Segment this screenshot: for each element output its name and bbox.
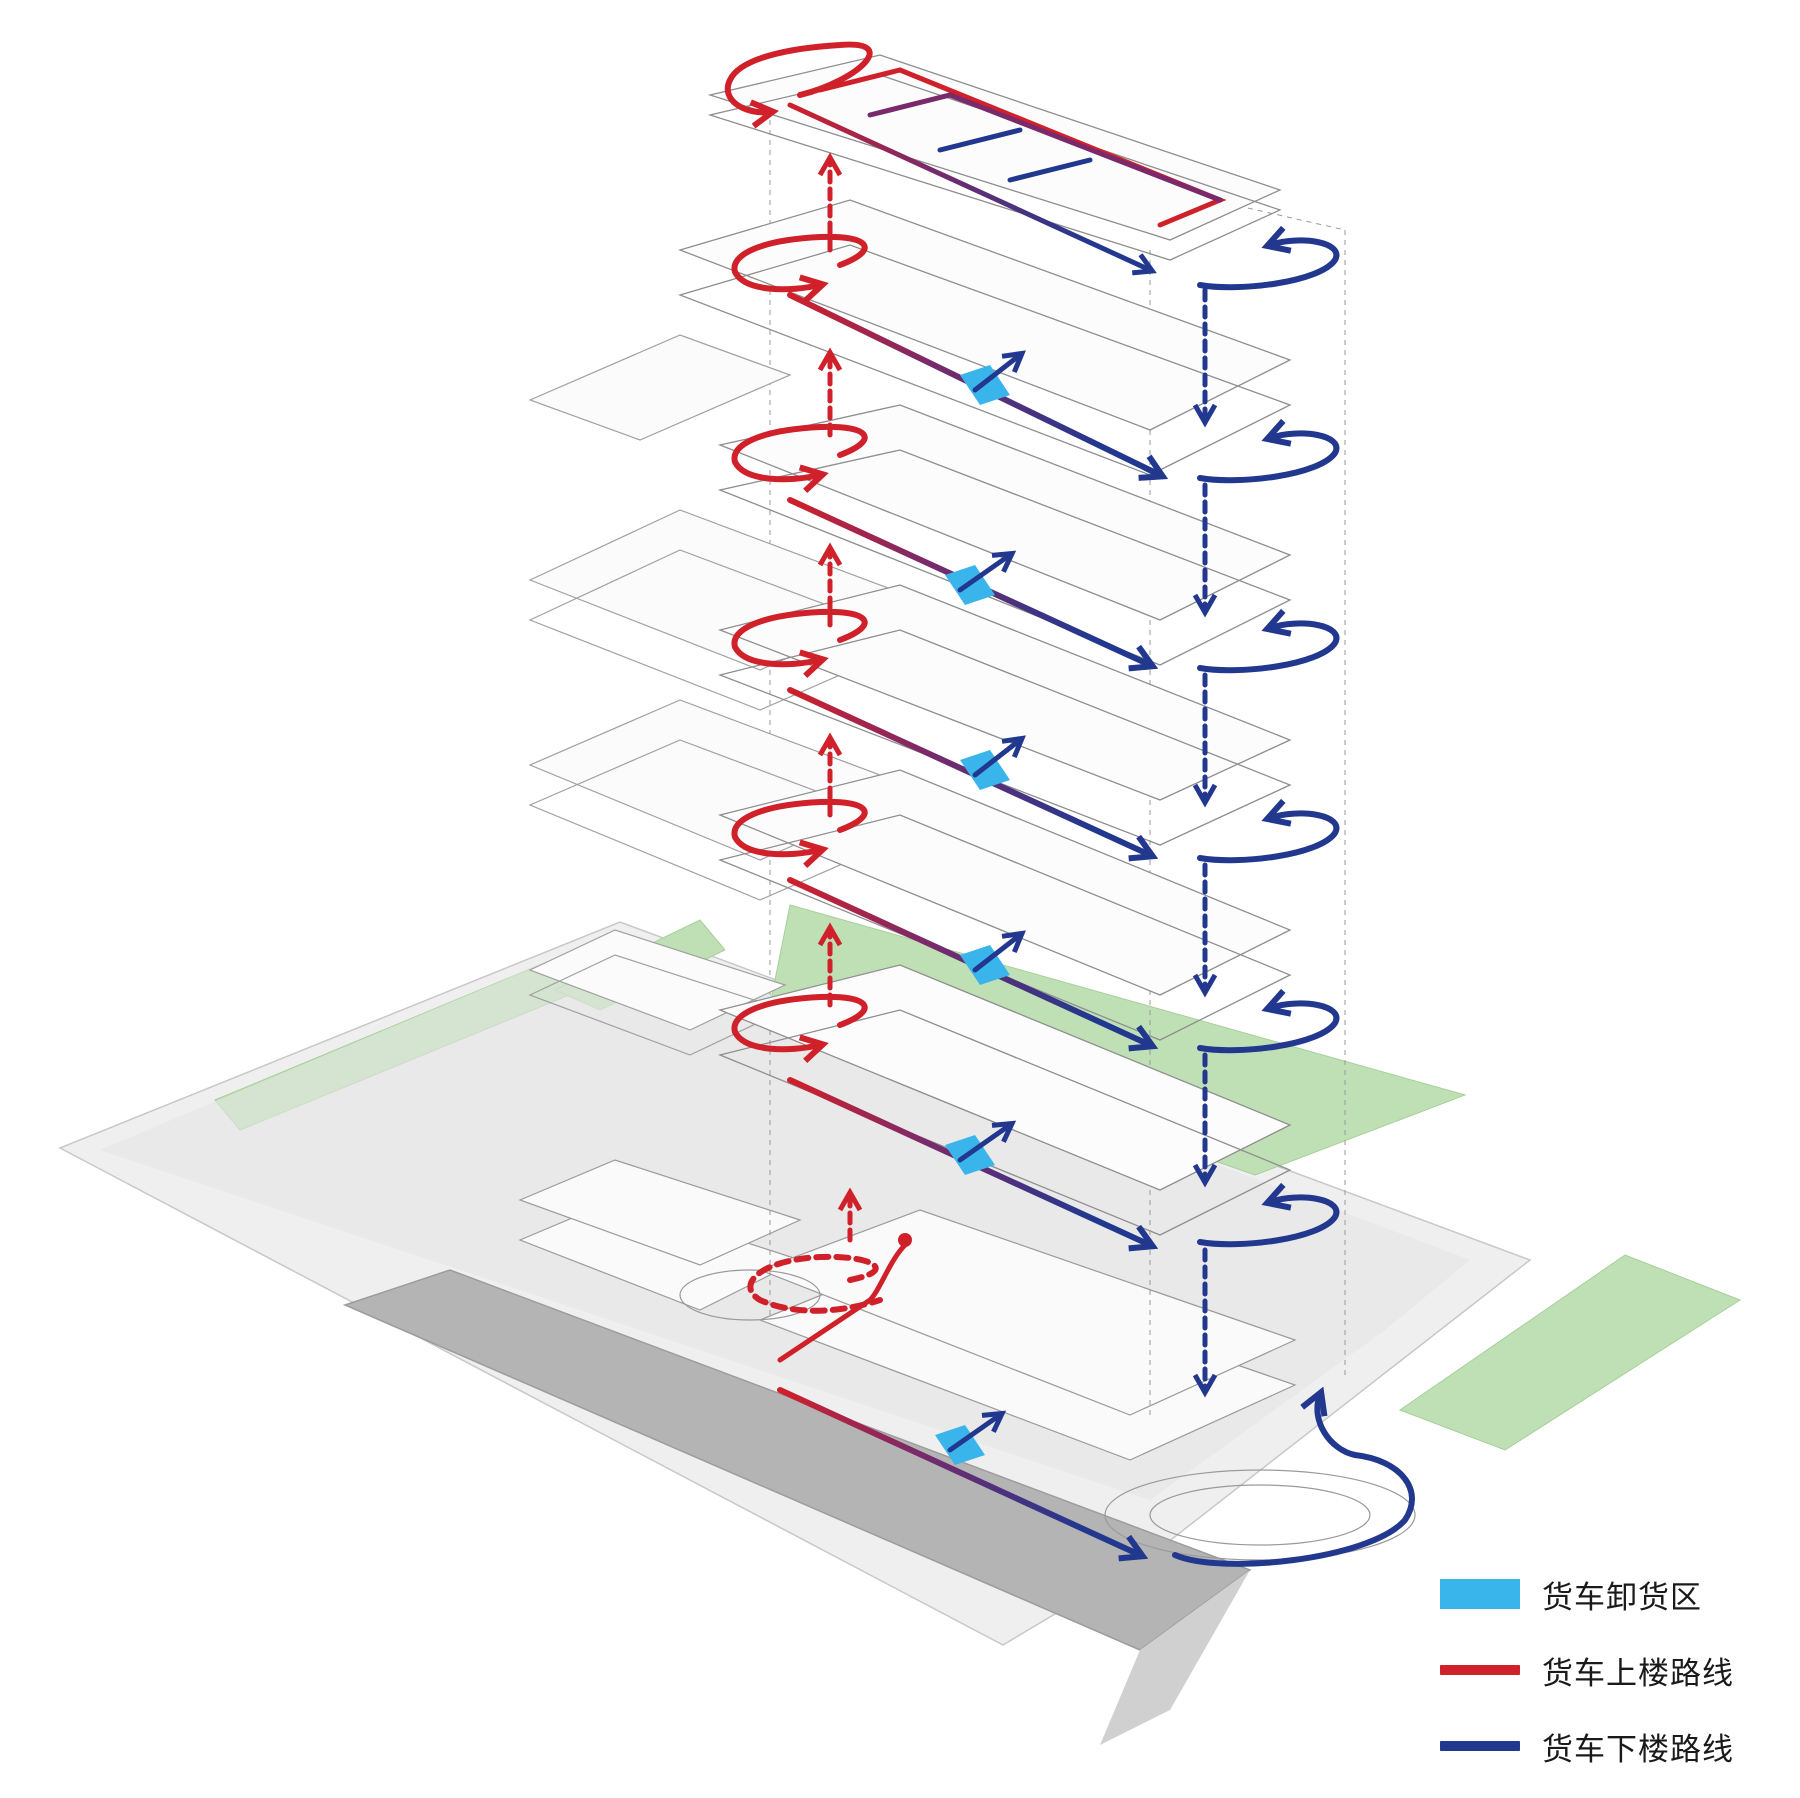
- down-route-line: [1440, 1741, 1520, 1751]
- ground-entry-ramp: [679, 1269, 821, 1321]
- left-ramp-loops: [724, 41, 883, 1314]
- legend: 货车卸货区 货车上楼路线 货车下楼路线: [1440, 1570, 1770, 1798]
- legend-item-up-route: 货车上楼路线: [1440, 1646, 1770, 1694]
- legend-label: 货车下楼路线: [1542, 1731, 1734, 1768]
- green-space-right-2: [1398, 1254, 1742, 1451]
- floor-roof: [707, 54, 1282, 241]
- ground-ramp: [1104, 1469, 1416, 1561]
- route-start: [777, 1233, 912, 1363]
- roof-route-grid: [787, 67, 1227, 276]
- unloading-arrows: [947, 350, 1026, 1453]
- start-dot: [898, 1233, 912, 1247]
- up-route-line: [1440, 1665, 1520, 1675]
- annex-floor-top: [528, 334, 792, 441]
- unloading-zone-swatch: [1440, 1579, 1520, 1609]
- legend-label: 货车上楼路线: [1542, 1655, 1734, 1692]
- main-floors: [677, 54, 1292, 1236]
- vertical-up-routes: [817, 152, 863, 1243]
- right-ramp-loops: [1172, 225, 1415, 1567]
- legend-item-unloading-zone: 货车卸货区: [1440, 1570, 1770, 1618]
- legend-item-down-route: 货车下楼路线: [1440, 1722, 1770, 1770]
- annex-floor-4: [528, 929, 787, 1031]
- sidewalk-strip: [1100, 1570, 1250, 1745]
- legend-label: 货车卸货区: [1542, 1579, 1702, 1616]
